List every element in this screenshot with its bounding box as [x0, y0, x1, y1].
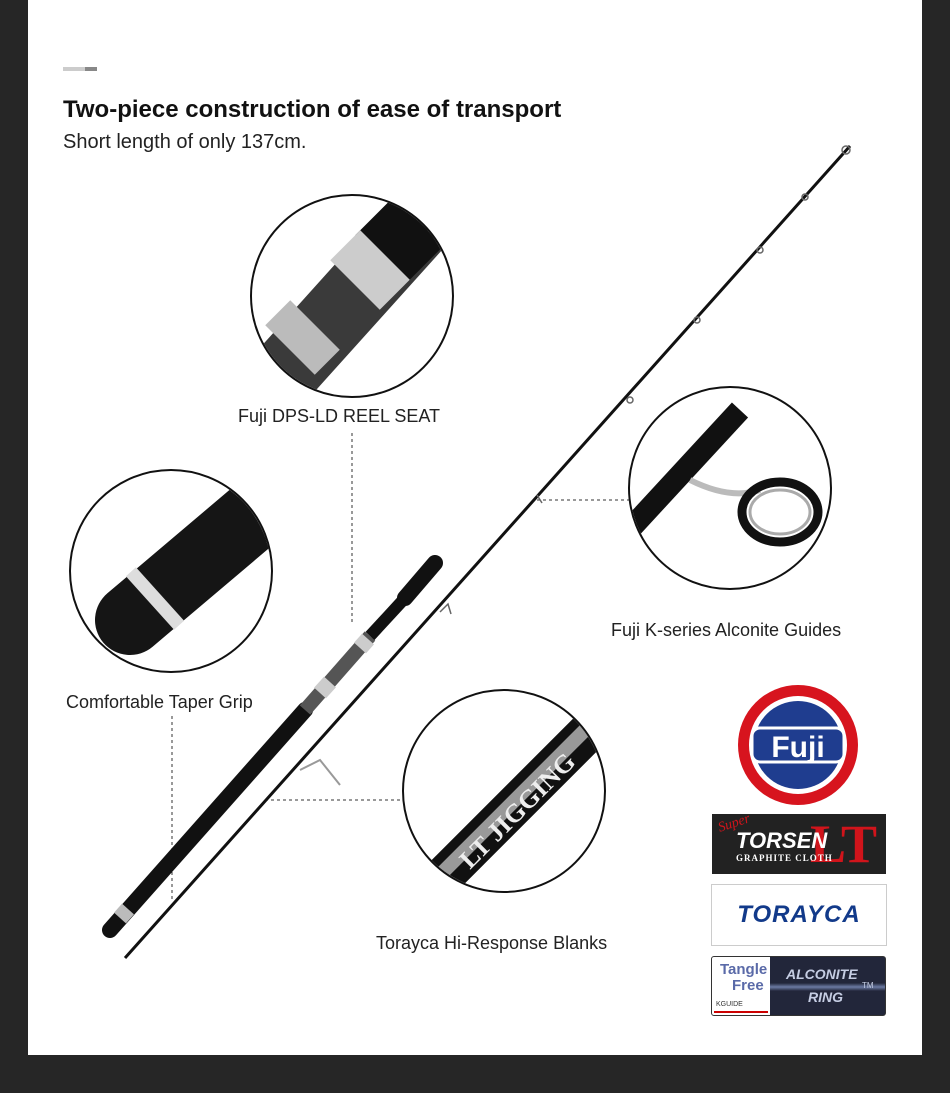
rod-tip-section: [123, 145, 852, 959]
reel-seat-detail: [250, 194, 454, 398]
torsen-logo: LT Super TORSEN GRAPHITE CLOTH: [712, 814, 886, 874]
accent-bar-light: [63, 67, 85, 71]
rod-guides: [439, 145, 851, 615]
fuji-logo: Fuji: [738, 685, 858, 805]
grip-detail: [69, 469, 273, 673]
guide-detail: [628, 386, 832, 590]
guides-label: Fuji K-series Alconite Guides: [611, 620, 842, 640]
blank-detail: LT JIGGING: [402, 689, 606, 893]
accent-bar-dark: [85, 67, 97, 71]
page-subtitle: Short length of only 137cm.: [63, 131, 307, 153]
alconite-ring-logo: Tangle Free KGUIDE ALCONITE RING TM: [711, 956, 886, 1016]
svg-text:Fuji: Fuji: [771, 731, 824, 764]
reel-seat-label: Fuji DPS-LD REEL SEAT: [238, 406, 441, 426]
torayca-logo: TORAYCA: [711, 884, 887, 946]
blanks-label: Torayca Hi-Response Blanks: [376, 933, 608, 953]
grip-label: Comfortable Taper Grip: [66, 692, 253, 712]
page-title: Two-piece construction of ease of transp…: [63, 96, 562, 123]
rod-butt-section: [102, 555, 443, 938]
